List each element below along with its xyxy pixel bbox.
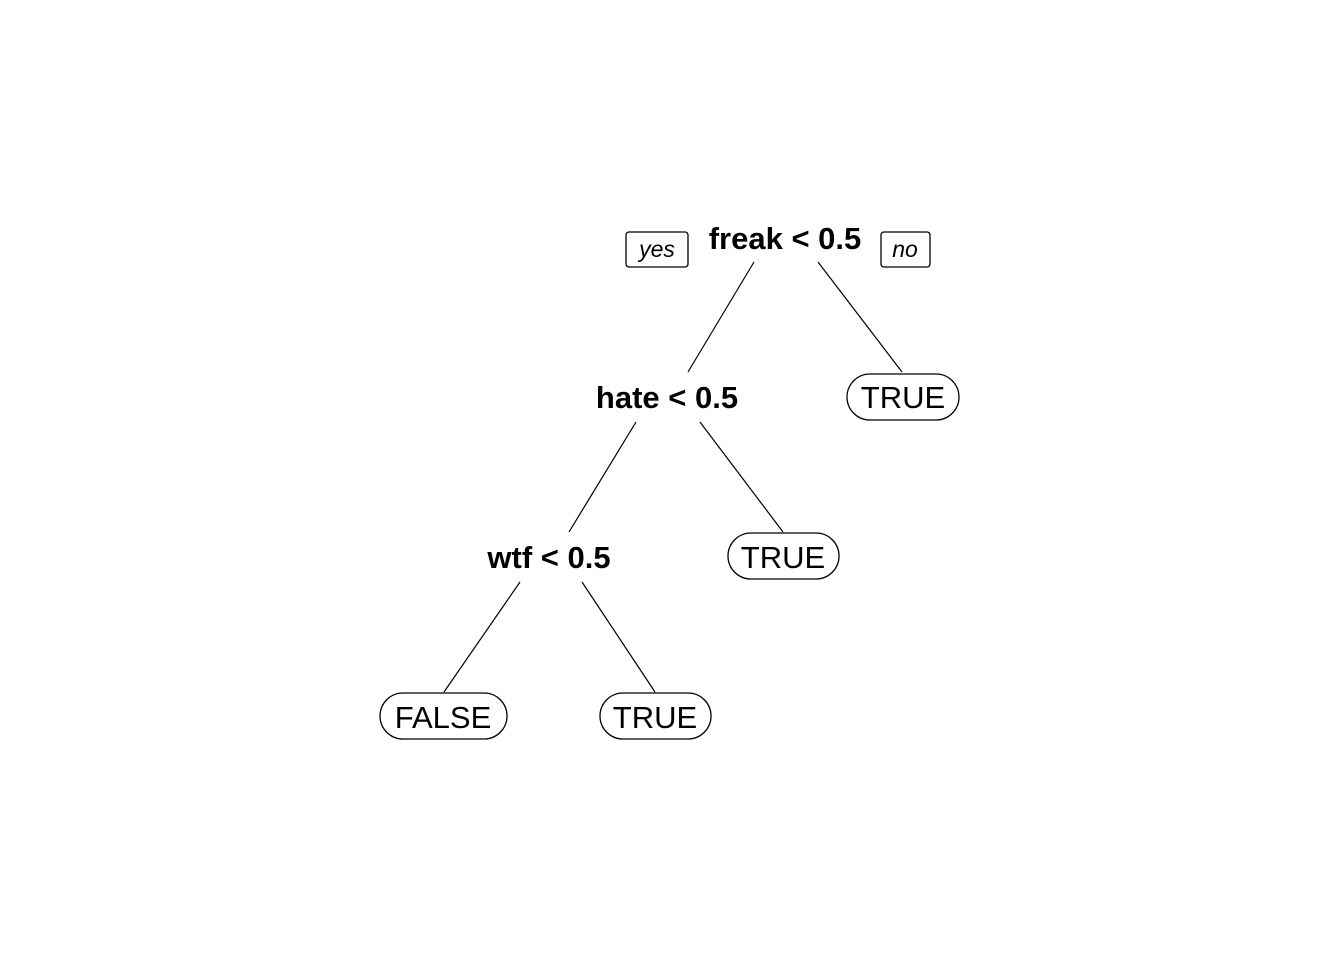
edge-root-to-hate <box>687 261 755 373</box>
leaf-hate-no-box <box>727 532 840 580</box>
leaf-wtf-no-label: TRUE <box>613 700 697 735</box>
hate-node: hate < 0.5 <box>596 380 738 415</box>
edge-wtf-to-false <box>443 581 521 693</box>
wtf-node: wtf < 0.5 <box>486 540 610 575</box>
leaf-hate-no: TRUE <box>727 532 840 580</box>
leaf-wtf-no-box <box>599 692 712 740</box>
leaf-root-no: TRUE <box>846 373 960 421</box>
no-tag-label: no <box>892 236 918 262</box>
leaf-wtf-yes: FALSE <box>379 692 508 740</box>
leaf-wtf-yes-box <box>379 692 508 740</box>
leaf-wtf-yes-label: FALSE <box>395 700 492 735</box>
leaf-hate-no-label: TRUE <box>741 540 825 575</box>
leaf-root-no-box <box>846 373 960 421</box>
no-tag: no <box>880 231 931 268</box>
yes-tag: yes <box>625 231 689 268</box>
hate-split-label: hate < 0.5 <box>596 380 738 415</box>
yes-tag-box <box>625 231 689 268</box>
edge-hate-to-true <box>699 421 784 533</box>
leaf-root-no-label: TRUE <box>861 380 945 415</box>
edge-hate-to-wtf <box>568 421 637 533</box>
no-tag-box <box>880 231 931 268</box>
root-split-label: freak < 0.5 <box>709 221 862 256</box>
leaf-wtf-no: TRUE <box>599 692 712 740</box>
edge-root-to-true <box>817 261 903 373</box>
root-node: freak < 0.5 yes no <box>625 221 931 268</box>
edge-wtf-to-true <box>581 581 656 693</box>
wtf-split-label: wtf < 0.5 <box>486 540 610 575</box>
yes-tag-label: yes <box>637 236 675 262</box>
